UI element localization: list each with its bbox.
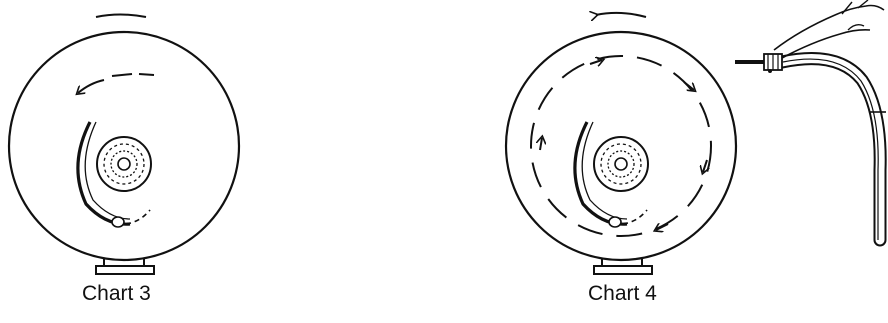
chart-3-reel xyxy=(9,15,239,275)
chart-4-hand-pulling-hose xyxy=(774,0,884,58)
chart-4-caption: Chart 4 xyxy=(588,283,657,304)
chart-4-hub xyxy=(594,137,648,191)
chart-4-top-rotation-mark xyxy=(596,13,646,17)
chart-4-hose-coupling xyxy=(764,54,782,73)
chart-4-reel xyxy=(506,0,886,274)
chart-3-top-rotation-mark xyxy=(96,15,146,18)
chart-3-hub xyxy=(97,137,151,191)
chart-4-extended-hose xyxy=(735,59,886,240)
chart-3-caption: Chart 3 xyxy=(82,283,151,304)
